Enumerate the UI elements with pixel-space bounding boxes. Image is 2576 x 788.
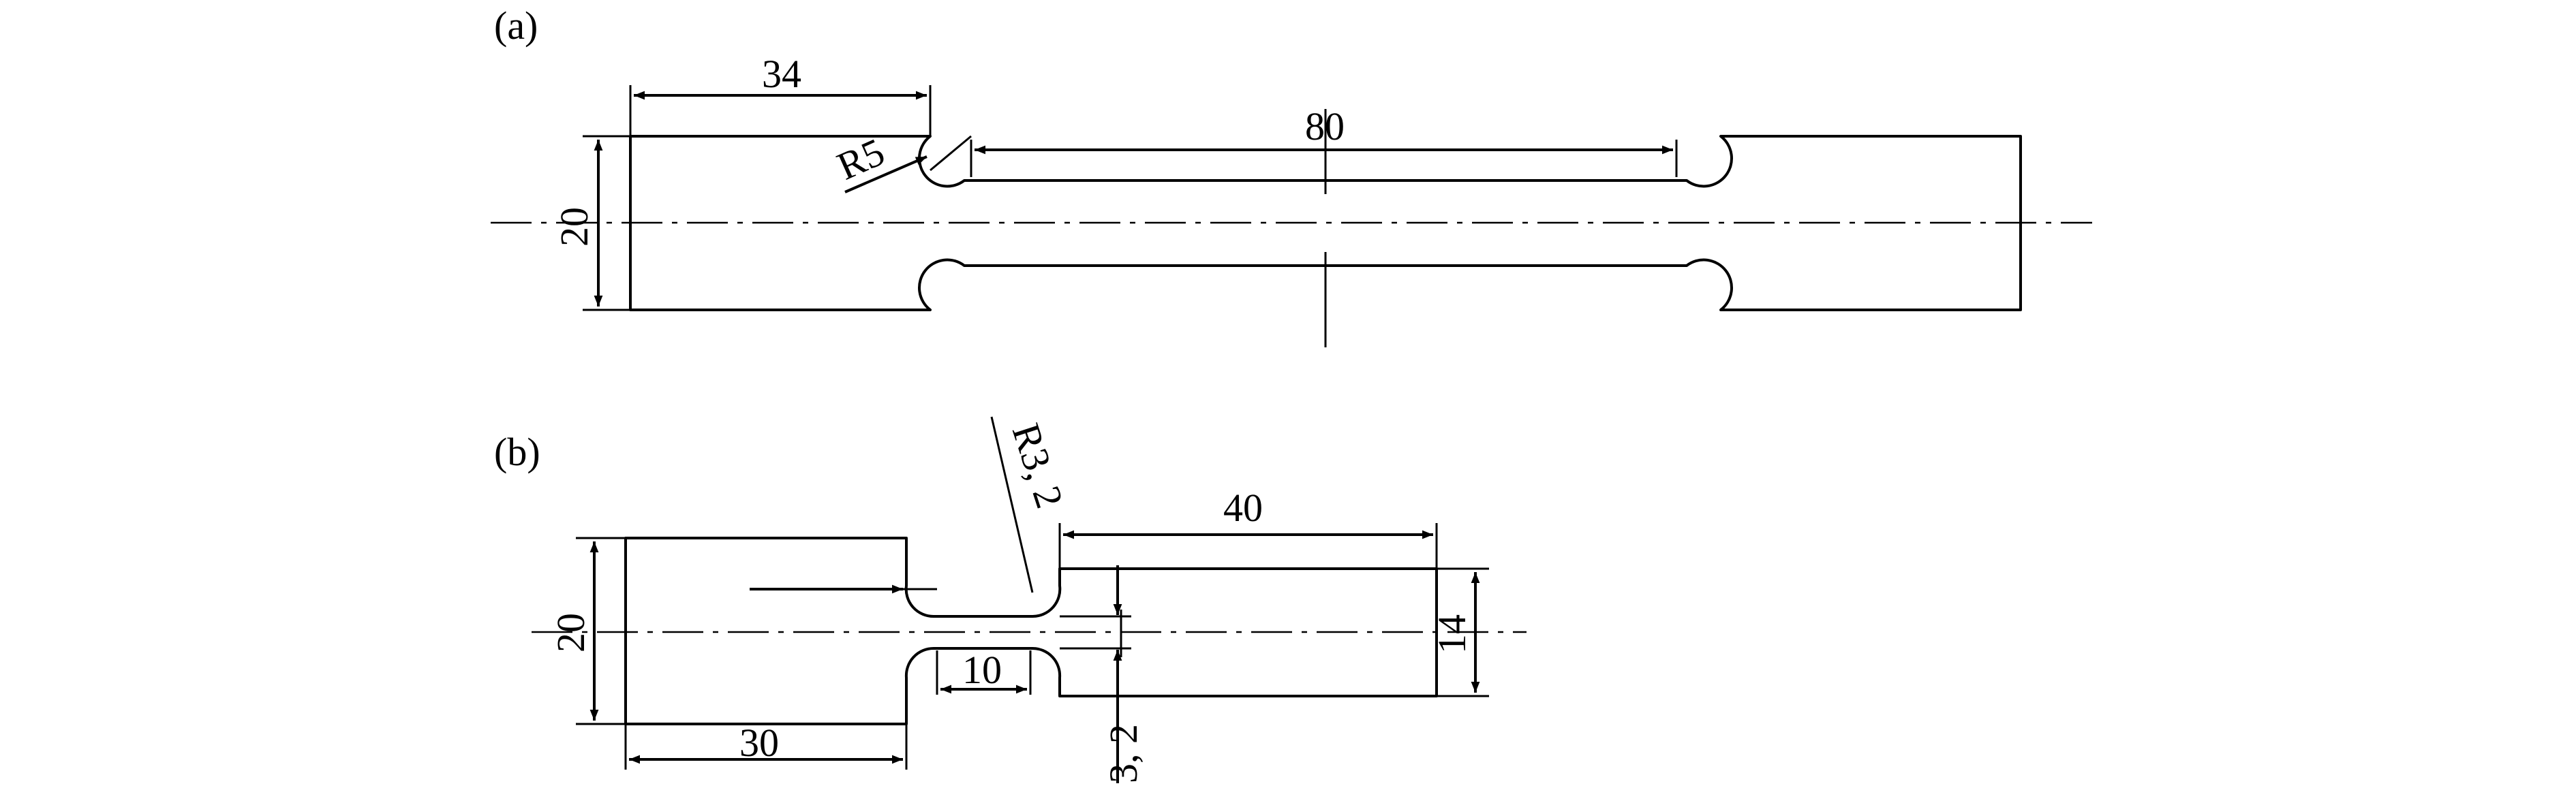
panel-b-dim-20-text: 20: [549, 613, 593, 652]
panel-b-r32-text: R3, 2: [1004, 418, 1073, 514]
panel-b-dim-32-text: 3, 2: [1101, 724, 1146, 783]
panel-b-dim-14-text: 14: [1430, 614, 1474, 654]
panel-b-dim-40-text: 40: [1223, 486, 1263, 530]
panel-a-specimen-outline: [629, 135, 2022, 311]
panel-a: (a) 34 80 R5 20: [491, 3, 2092, 347]
panel-b-dim-10-text: 10: [962, 648, 1002, 692]
panel-b-label: (b): [494, 430, 540, 474]
panel-a-dim-80-text: 80: [1305, 104, 1345, 148]
panel-a-dim-20-text: 20: [552, 207, 596, 247]
panel-a-r5-text: R5: [831, 129, 891, 189]
panel-b-specimen-outline: [624, 537, 1438, 725]
panel-a-dim-34-text: 34: [762, 52, 801, 96]
panel-b-dim-30-text: 30: [739, 721, 779, 765]
panel-a-r5-leader: [844, 155, 927, 193]
panel-b-r32-leader: [990, 416, 1034, 593]
panel-a-label: (a): [494, 3, 538, 48]
panel-a-r5-leader-ext: [930, 135, 972, 172]
panel-b: (b) R3, 2 40 14 20 30: [494, 416, 1527, 783]
